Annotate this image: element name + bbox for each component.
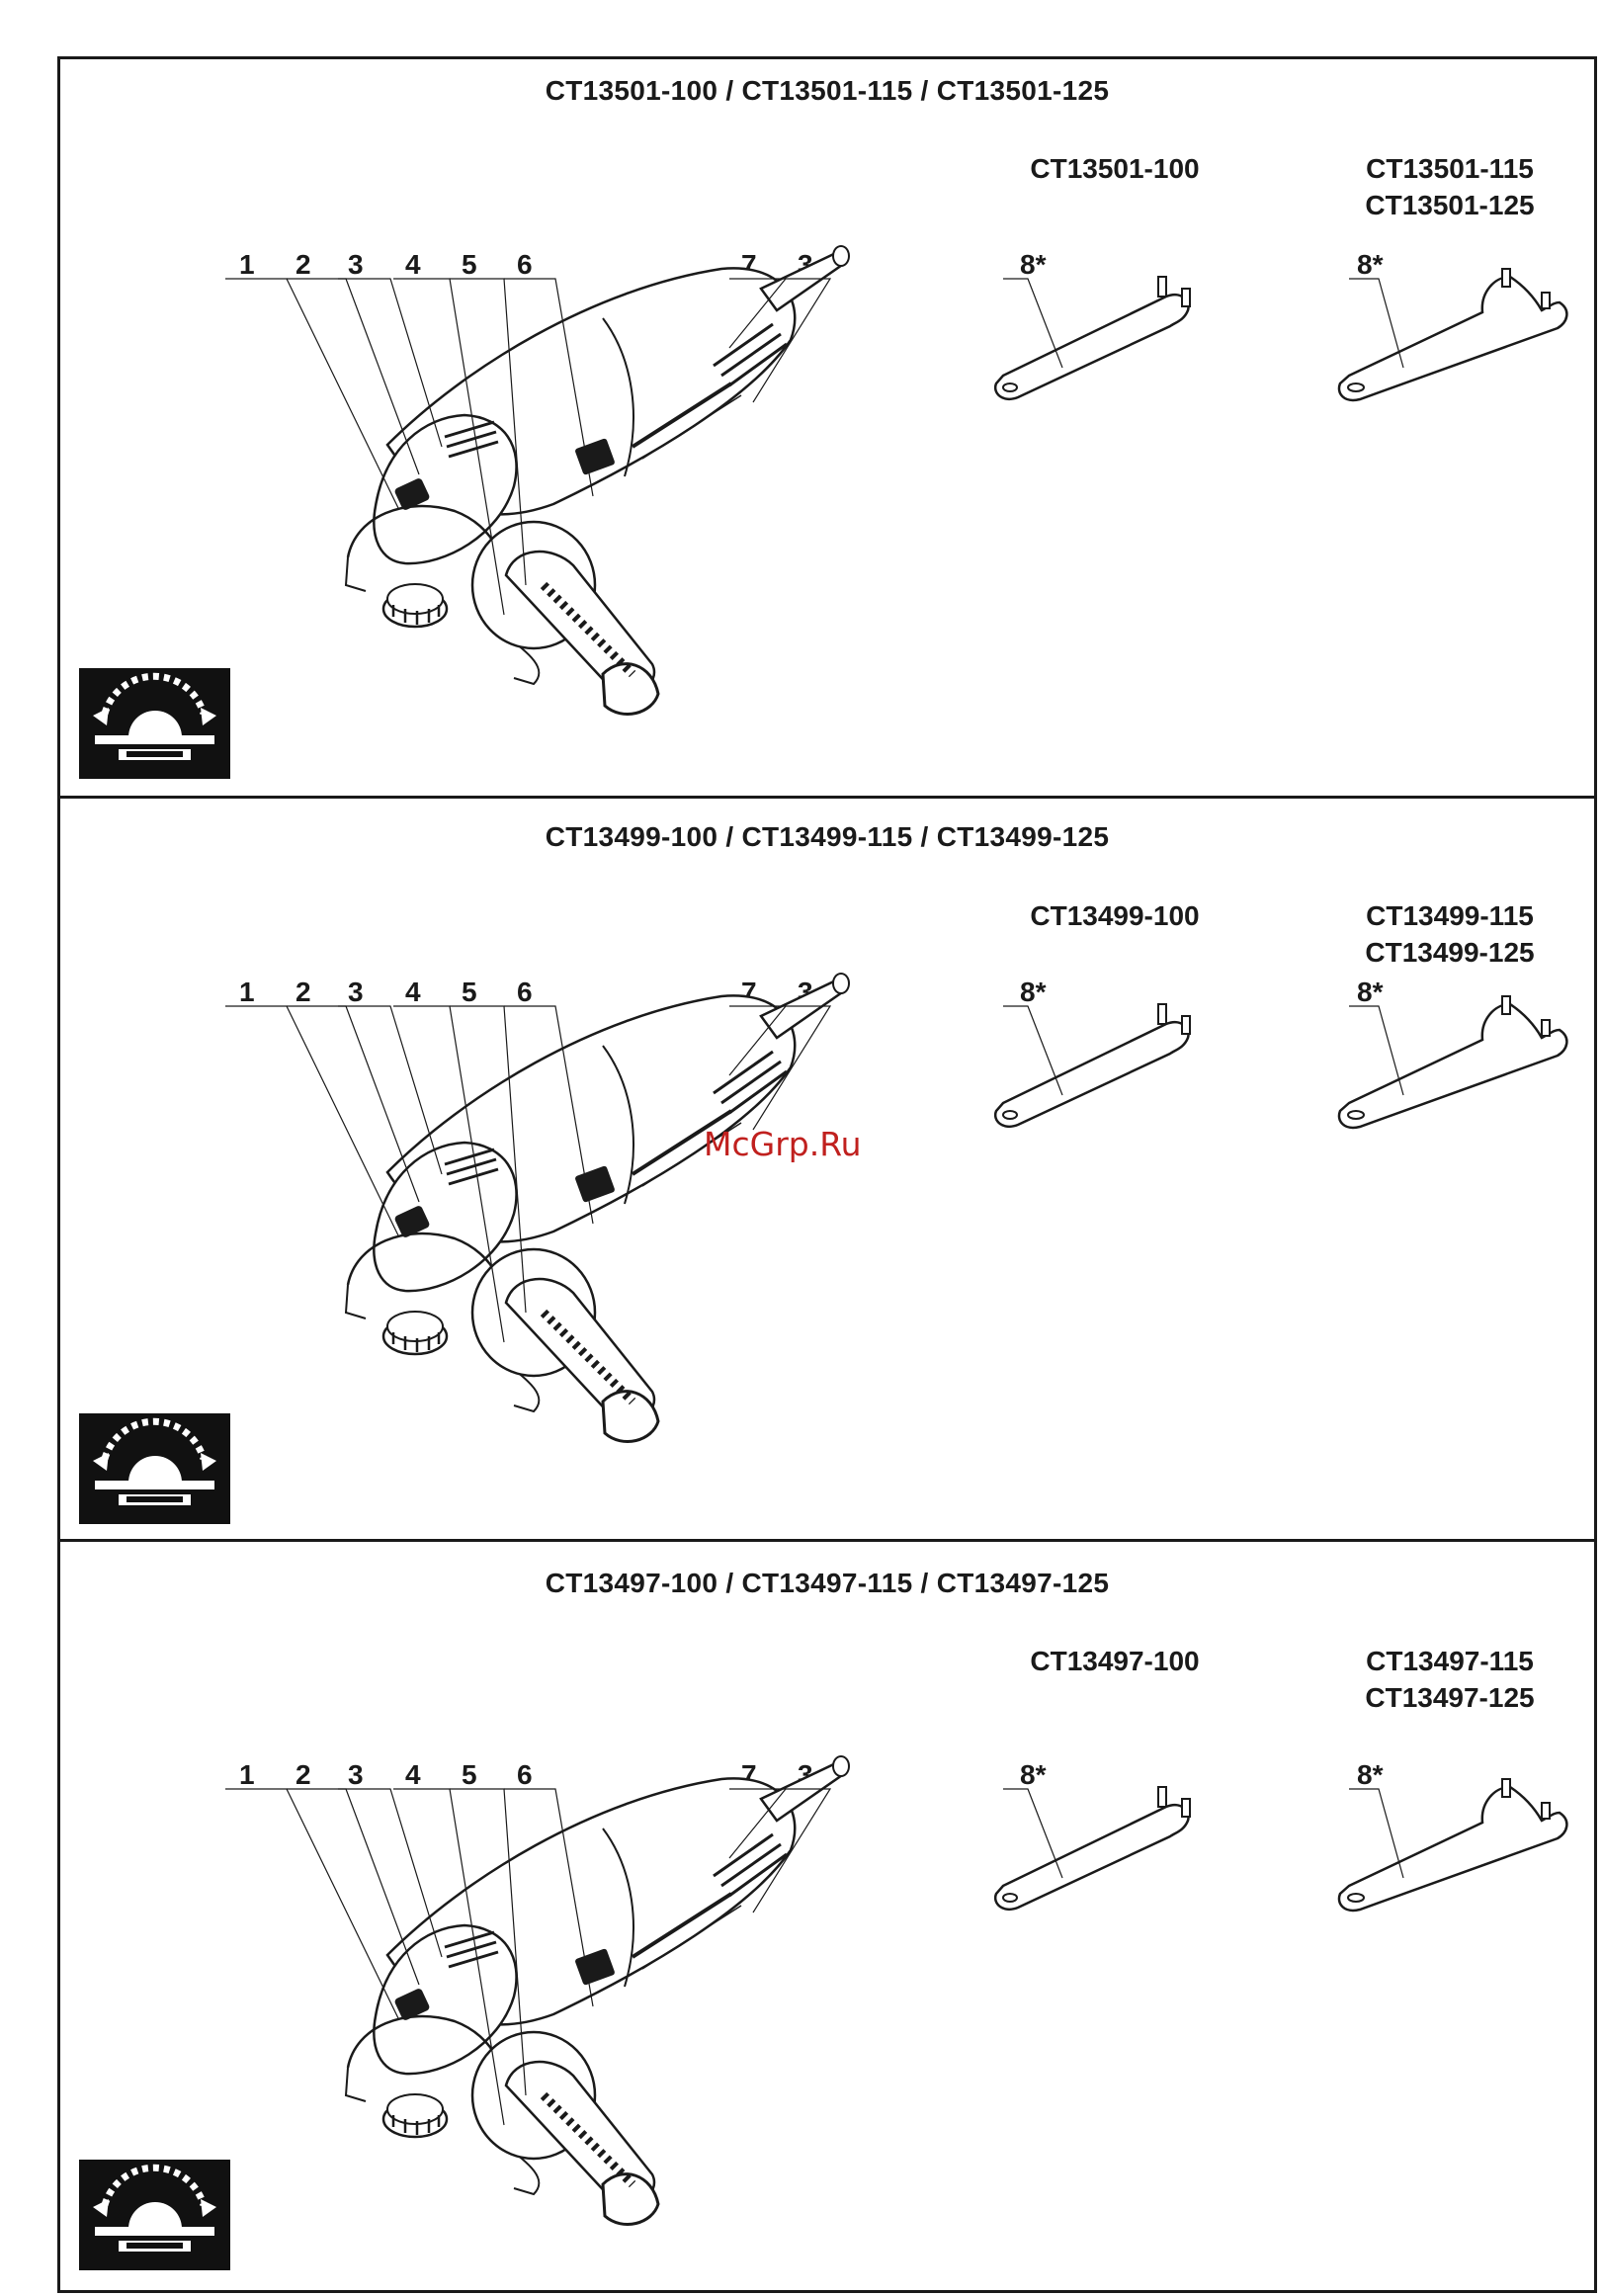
model-label-large-1: CT13497-115 [1366,1646,1534,1676]
part-number: 6 [517,1759,533,1790]
part-number: 6 [517,249,533,280]
part-number: 4 [405,249,421,280]
part-number: 4 [405,1759,421,1790]
page-frame [57,56,1597,2293]
wrench-label: 8* [1357,249,1384,280]
part-number: 2 [295,249,311,280]
wrench-label: 8* [1357,1759,1384,1790]
part-number: 6 [517,977,533,1007]
section-title: CT13499-100 / CT13499-115 / CT13499-125 [545,821,1110,852]
model-label-large-1: CT13499-115 [1366,900,1534,931]
angle-grinder-icon [224,1756,849,2225]
model-label-large-2: CT13497-125 [1365,1682,1535,1713]
angle-grinder-icon [224,974,849,1442]
part-number: 2 [295,977,311,1007]
model-label-small: CT13499-100 [1030,900,1200,931]
part-number: 2 [295,1759,311,1790]
part-number: 5 [462,977,477,1007]
part-number: 1 [239,977,255,1007]
pin-spanner-icon [993,275,1192,401]
guard-adjustment-icon [79,2160,230,2270]
pin-spanner-icon [1337,994,1568,1130]
watermark: McGrp.Ru [704,1125,862,1163]
guard-adjustment-icon [79,668,230,779]
part-number: 3 [348,1759,364,1790]
model-label-large-2: CT13501-125 [1365,190,1535,220]
guard-adjustment-icon [79,1413,230,1524]
part-number: 5 [462,1759,477,1790]
wrench-label: 8* [1357,977,1384,1007]
wrench-label: 8* [1020,1759,1047,1790]
pin-spanner-icon [993,1002,1192,1129]
model-label-small: CT13501-100 [1030,153,1200,184]
part-number: 1 [239,249,255,280]
section-title: CT13497-100 / CT13497-115 / CT13497-125 [545,1568,1110,1598]
wrench-label: 8* [1020,249,1047,280]
part-number: 1 [239,1759,255,1790]
part-number: 4 [405,977,421,1007]
section-divider [57,796,1597,799]
angle-grinder-icon [224,246,849,715]
model-label-small: CT13497-100 [1030,1646,1200,1676]
model-label-large-2: CT13499-125 [1365,937,1535,968]
pin-spanner-icon [1337,1777,1568,1913]
model-label-large-1: CT13501-115 [1366,153,1534,184]
pin-spanner-icon [1337,267,1568,402]
section-title: CT13501-100 / CT13501-115 / CT13501-125 [545,75,1110,106]
part-number: 5 [462,249,477,280]
section-divider [57,1539,1597,1542]
part-number: 3 [348,977,364,1007]
part-number: 3 [348,249,364,280]
pin-spanner-icon [993,1785,1192,1912]
wrench-label: 8* [1020,977,1047,1007]
